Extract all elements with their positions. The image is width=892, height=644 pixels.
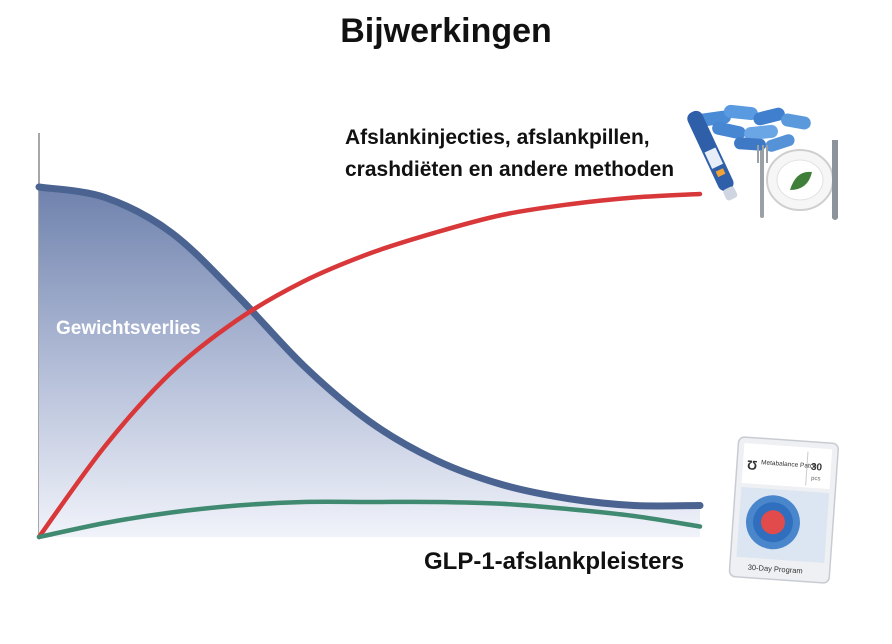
pills-icon [697, 104, 811, 152]
series-line-1 [36, 191, 703, 540]
series-line-0 [35, 183, 704, 510]
plate-with-cutlery-icon [757, 140, 838, 220]
series-area-0 [39, 187, 700, 537]
patch-program: 30-Day Program [747, 563, 803, 576]
green-series-annotation: GLP-1-afslankpleisters [424, 548, 685, 575]
patch-brand: Metabalance Patch [761, 459, 817, 470]
red-series-annotation: Afslankinjecties, afslankpillen, crashdi… [345, 122, 674, 186]
patch-unit: pcs [811, 476, 821, 483]
patch-count: 30 [811, 462, 823, 474]
svg-text:Ʊ: Ʊ [746, 457, 757, 473]
blue-series-annotation: Gewichtsverlies [56, 318, 201, 339]
chart-title: Bijwerkingen [340, 12, 552, 50]
series-line-2 [36, 499, 703, 540]
patch-package-icon: Ʊ Metabalance Patch 30 pcs 30-Day Progra… [728, 436, 839, 584]
injection-pen-icon [687, 110, 738, 201]
red-annotation-line-2: crashdiëten en andere methoden [345, 158, 675, 181]
red-annotation-line-1: Afslankinjecties, afslankpillen, [345, 126, 650, 149]
